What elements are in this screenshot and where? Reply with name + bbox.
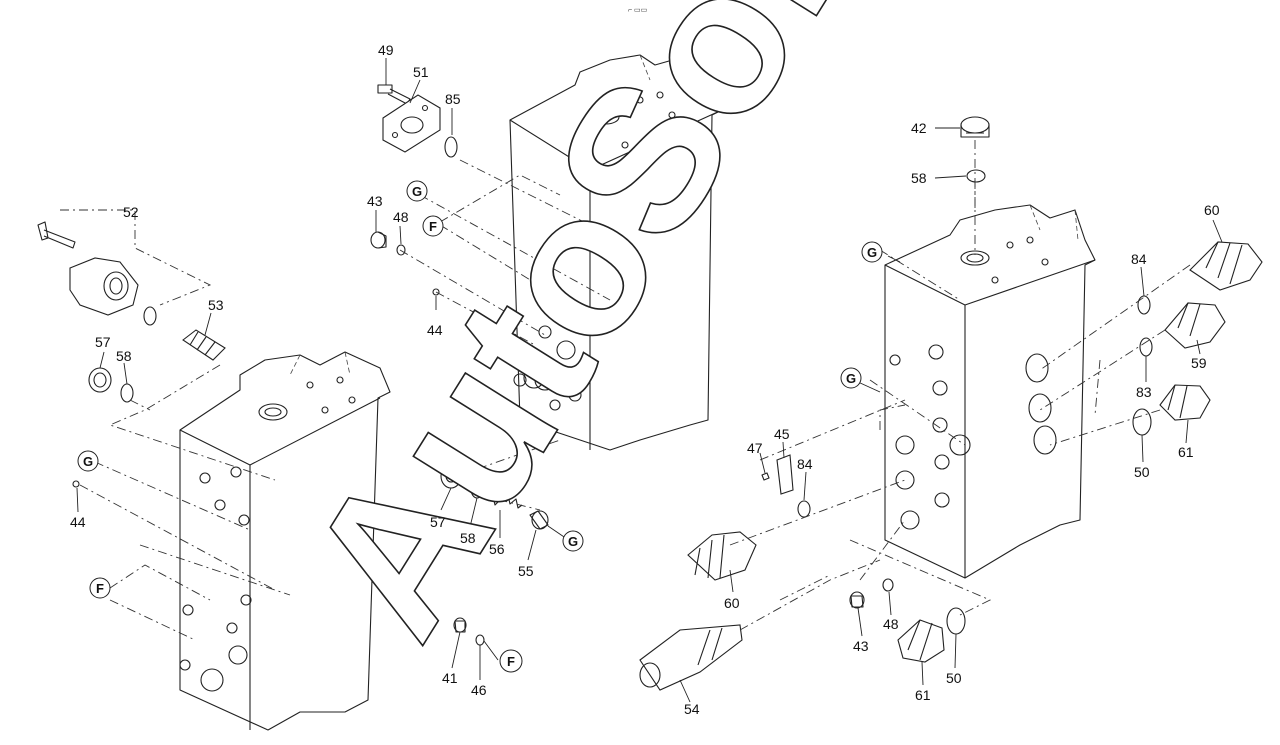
assembly-lines (60, 140, 1191, 641)
oring-part-58-left (120, 383, 134, 403)
callout-60-bottom: 60 (724, 595, 740, 611)
oring-part-83 (1139, 337, 1153, 357)
callout-44-top: 44 (427, 322, 443, 338)
callout-51: 51 (413, 64, 429, 80)
callout-83: 83 (1136, 384, 1152, 400)
oring-part-52 (143, 306, 157, 326)
callout-57-center: 57 (430, 514, 446, 530)
ref-letter-G-left: G (77, 450, 99, 472)
oring-part-85 (444, 136, 458, 158)
bolt-part-49 (377, 84, 411, 105)
relief-valve-part-61-bottom (897, 619, 945, 663)
ref-letter-G-center: G (562, 530, 584, 552)
callout-85: 85 (445, 91, 461, 107)
autosoft-watermark: AutoSoft (263, 0, 916, 673)
callout-52: 52 (123, 204, 139, 220)
plug-part-55 (529, 510, 549, 530)
callout-58-right: 58 (911, 170, 927, 186)
oring-part-50-top (1132, 408, 1152, 436)
callout-50-bottom: 50 (946, 670, 962, 686)
callout-45: 45 (774, 426, 790, 442)
cartridge-part-53 (182, 329, 226, 361)
svg-text:G: G (412, 184, 422, 199)
callout-53: 53 (208, 297, 224, 313)
callout-42: 42 (911, 120, 927, 136)
callout-61-bottom: 61 (915, 687, 931, 703)
svg-text:G: G (846, 371, 856, 386)
oring-part-84-top (1137, 295, 1151, 315)
leader-lines (76, 58, 1223, 703)
callout-43-right: 43 (853, 638, 869, 654)
cover-part-52 (69, 257, 139, 316)
valve-block-right (884, 204, 1096, 579)
plate-part-45 (776, 454, 794, 495)
ref-letter-F-bottom-center: F (499, 649, 523, 673)
pin-part-47 (761, 472, 770, 481)
callout-44-left: 44 (70, 514, 86, 530)
callout-46: 46 (471, 682, 487, 698)
callout-84-center: 84 (797, 456, 813, 472)
oring-part-58-right (966, 169, 986, 183)
svg-text:F: F (429, 219, 437, 234)
callout-84-top: 84 (1131, 251, 1147, 267)
callout-54: 54 (684, 701, 700, 717)
ball-part-44-left (72, 480, 80, 488)
svg-text:F: F (96, 581, 104, 596)
oring-part-50-bottom (946, 607, 966, 635)
oring-part-84-center (797, 500, 811, 518)
plug-part-42 (960, 116, 990, 138)
ref-letter-G-top-center: G (406, 180, 428, 202)
svg-text:G: G (83, 454, 93, 469)
callout-labels: 49 51 85 43 48 44 52 53 57 58 44 57 58 5… (70, 42, 1220, 717)
relief-valve-part-54 (639, 624, 743, 691)
spring-part-56 (492, 490, 523, 509)
svg-text:G: G (568, 534, 578, 549)
callout-41: 41 (442, 670, 458, 686)
valve-block-left (179, 351, 391, 731)
relief-valve-part-60-bottom (687, 531, 757, 581)
plug-part-57-left (88, 367, 112, 393)
callout-56: 56 (489, 541, 505, 557)
header-mark: ⌐ ▭▭ (628, 7, 647, 14)
valve-block-center (509, 54, 723, 451)
ref-letter-G-right-mid: G (840, 367, 862, 389)
plug-part-43-top (370, 231, 387, 249)
relief-valve-part-60-top (1189, 241, 1263, 291)
flange-part-51 (382, 94, 441, 153)
oring-part-48-top (396, 244, 406, 256)
callout-50-top: 50 (1134, 464, 1150, 480)
callout-55: 55 (518, 563, 534, 579)
callout-43-top: 43 (367, 193, 383, 209)
ref-letter-F-top-center: F (422, 215, 444, 237)
callout-60-top: 60 (1204, 202, 1220, 218)
callout-49: 49 (378, 42, 394, 58)
oring-part-48-right (882, 578, 894, 592)
ball-part-44-top (432, 288, 440, 296)
ref-letter-G-right-top: G (861, 241, 883, 263)
plug-part-43-right (849, 591, 865, 609)
callout-47: 47 (747, 440, 763, 456)
callout-61-top: 61 (1178, 444, 1194, 460)
callout-57-left: 57 (95, 334, 111, 350)
relief-valve-part-61-top (1159, 384, 1211, 421)
callout-48-top: 48 (393, 209, 409, 225)
callout-58-center: 58 (460, 530, 476, 546)
svg-text:G: G (867, 245, 877, 260)
callout-58-left: 58 (116, 348, 132, 364)
svg-text:F: F (507, 654, 515, 669)
relief-valve-part-59 (1164, 302, 1226, 349)
long-bolt-part-52 (37, 221, 76, 249)
callout-59: 59 (1191, 355, 1207, 371)
callout-48-right: 48 (883, 616, 899, 632)
ref-letter-F-left: F (89, 577, 111, 599)
